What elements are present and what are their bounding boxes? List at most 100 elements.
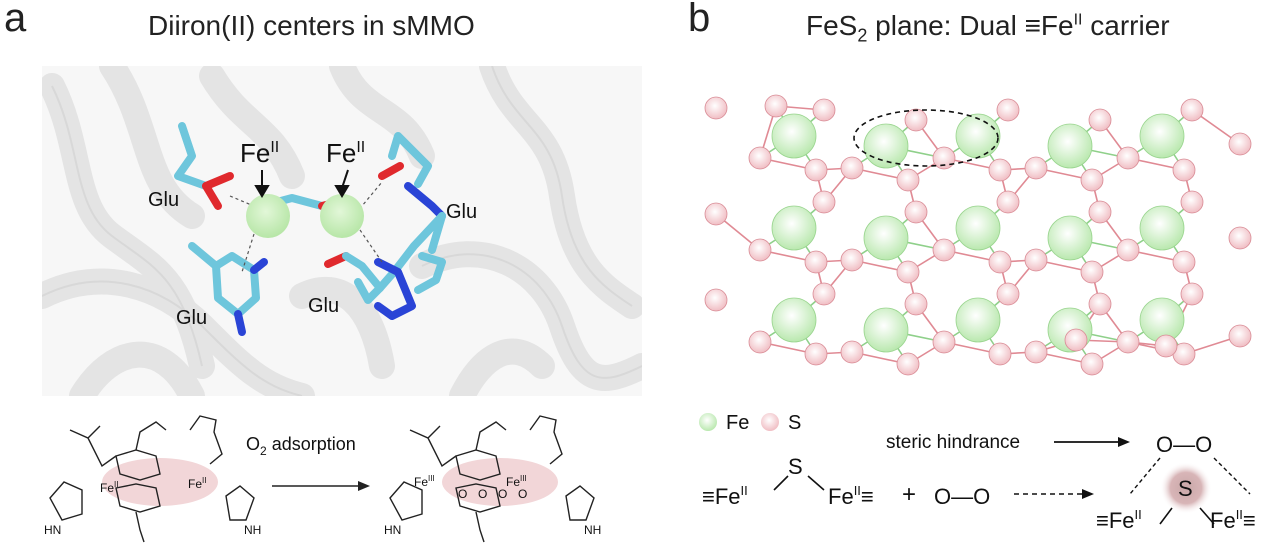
oo-bridge-3: O xyxy=(498,487,507,501)
s-atom xyxy=(1228,324,1252,348)
fe-atom xyxy=(771,205,817,251)
reactant-fe-left: ≡FeII xyxy=(702,483,748,509)
s-atom xyxy=(1088,292,1112,316)
s-atom xyxy=(1088,108,1112,132)
fe-ii-right: FeII xyxy=(188,476,206,491)
s-atom xyxy=(1064,328,1088,352)
fe-iii-left: FeIII xyxy=(414,474,435,489)
s-atom xyxy=(840,248,864,272)
s-atom xyxy=(748,238,772,262)
s-atom xyxy=(764,94,788,118)
fe-atom xyxy=(955,113,1001,159)
product-fe-right: FeII≡ xyxy=(1210,507,1256,533)
s-atom xyxy=(1154,334,1178,358)
fe-atom xyxy=(1139,205,1185,251)
s-atom xyxy=(896,352,920,376)
fe-atom xyxy=(771,297,817,343)
s-atom xyxy=(988,158,1012,182)
s-atom xyxy=(748,146,772,170)
fe-label-1: FeII xyxy=(240,138,279,168)
diiron-scheme: O2 adsorption FeII FeII FeIII FeIII HN N… xyxy=(44,415,601,543)
s-atom xyxy=(812,282,836,306)
plus-sign: + xyxy=(902,481,916,508)
glu-label-4: Glu xyxy=(308,295,339,317)
reactant-s: S xyxy=(788,454,803,479)
fe-atom xyxy=(1047,123,1093,169)
nh-right: NH xyxy=(584,523,601,537)
fe-atom xyxy=(771,113,817,159)
oo-bridge-2: O xyxy=(478,487,487,501)
diiron-highlight-right xyxy=(442,458,558,506)
protein-render: FeII FeII Glu Glu Glu Glu xyxy=(42,66,642,396)
s-atom xyxy=(988,342,1012,366)
steric-scheme: steric hindrance ≡FeII S FeII≡ + O—O O—O… xyxy=(702,432,1256,533)
s-atom xyxy=(804,342,828,366)
fe-ii-left: FeII xyxy=(100,480,118,495)
s-atom xyxy=(1180,282,1204,306)
panel-a-title: Diiron(II) centers in sMMO xyxy=(148,10,475,41)
s-atom xyxy=(1080,260,1104,284)
glu-label-3: Glu xyxy=(176,307,207,329)
s-atom xyxy=(996,190,1020,214)
s-atom xyxy=(1228,132,1252,156)
s-atom xyxy=(1024,340,1048,364)
s-atom xyxy=(704,96,728,120)
glu-label-2: Glu xyxy=(446,201,477,223)
fe-atom xyxy=(1047,215,1093,261)
s-atom xyxy=(812,98,836,122)
diiron-highlight-left xyxy=(102,458,218,506)
s-atom xyxy=(840,156,864,180)
s-atom xyxy=(904,108,928,132)
panel-a-letter: a xyxy=(4,0,27,40)
o2-adsorption-label: O2 adsorption xyxy=(246,434,356,458)
s-atom xyxy=(812,190,836,214)
fe-atom xyxy=(1139,113,1185,159)
s-atom xyxy=(840,340,864,364)
legend-fe-icon xyxy=(699,413,717,431)
product-s: S xyxy=(1178,476,1193,501)
fe-iii-right: FeIII xyxy=(506,474,527,489)
fe-atom xyxy=(863,123,909,169)
s-atom xyxy=(1116,330,1140,354)
hn-left: HN xyxy=(44,523,61,537)
s-atom xyxy=(896,260,920,284)
panel-b-letter: b xyxy=(688,0,711,40)
product-fe-left: ≡FeII xyxy=(1096,507,1142,533)
fe-atom xyxy=(955,205,1001,251)
s-atom xyxy=(1180,190,1204,214)
fe-sphere-1 xyxy=(246,194,290,238)
s-atom xyxy=(932,146,956,170)
legend-s-label: S xyxy=(788,412,801,434)
s-atom xyxy=(996,282,1020,306)
fe-atom xyxy=(955,297,1001,343)
lattice-legend: Fe S xyxy=(699,412,801,434)
fe-atom xyxy=(863,215,909,261)
product-oo: O—O xyxy=(1156,432,1212,457)
s-atom xyxy=(748,330,772,354)
steric-hindrance-label: steric hindrance xyxy=(886,432,1020,453)
s-atom xyxy=(1116,238,1140,262)
s-atom xyxy=(996,98,1020,122)
s-atom xyxy=(1116,146,1140,170)
fe-atom xyxy=(863,307,909,353)
fes2-lattice xyxy=(704,94,1252,376)
s-atom xyxy=(804,158,828,182)
glu-label-1: Glu xyxy=(148,189,179,211)
s-atom xyxy=(1088,200,1112,224)
s-atom xyxy=(704,202,728,226)
oo-bridge: O xyxy=(458,487,467,501)
s-atom xyxy=(904,200,928,224)
s-atom xyxy=(1228,226,1252,250)
fe-label-2: FeII xyxy=(326,138,365,168)
s-atom xyxy=(804,250,828,274)
fe-sphere-2 xyxy=(320,194,364,238)
reactant-oo: O—O xyxy=(934,484,990,509)
oo-bridge-4: O xyxy=(518,487,527,501)
reactant-fe-right: FeII≡ xyxy=(828,483,874,509)
s-atom xyxy=(932,238,956,262)
s-atom xyxy=(1024,156,1048,180)
s-atom xyxy=(704,288,728,312)
s-atom xyxy=(896,168,920,192)
s-atom xyxy=(1080,352,1104,376)
dual-fe-highlight xyxy=(853,109,999,167)
